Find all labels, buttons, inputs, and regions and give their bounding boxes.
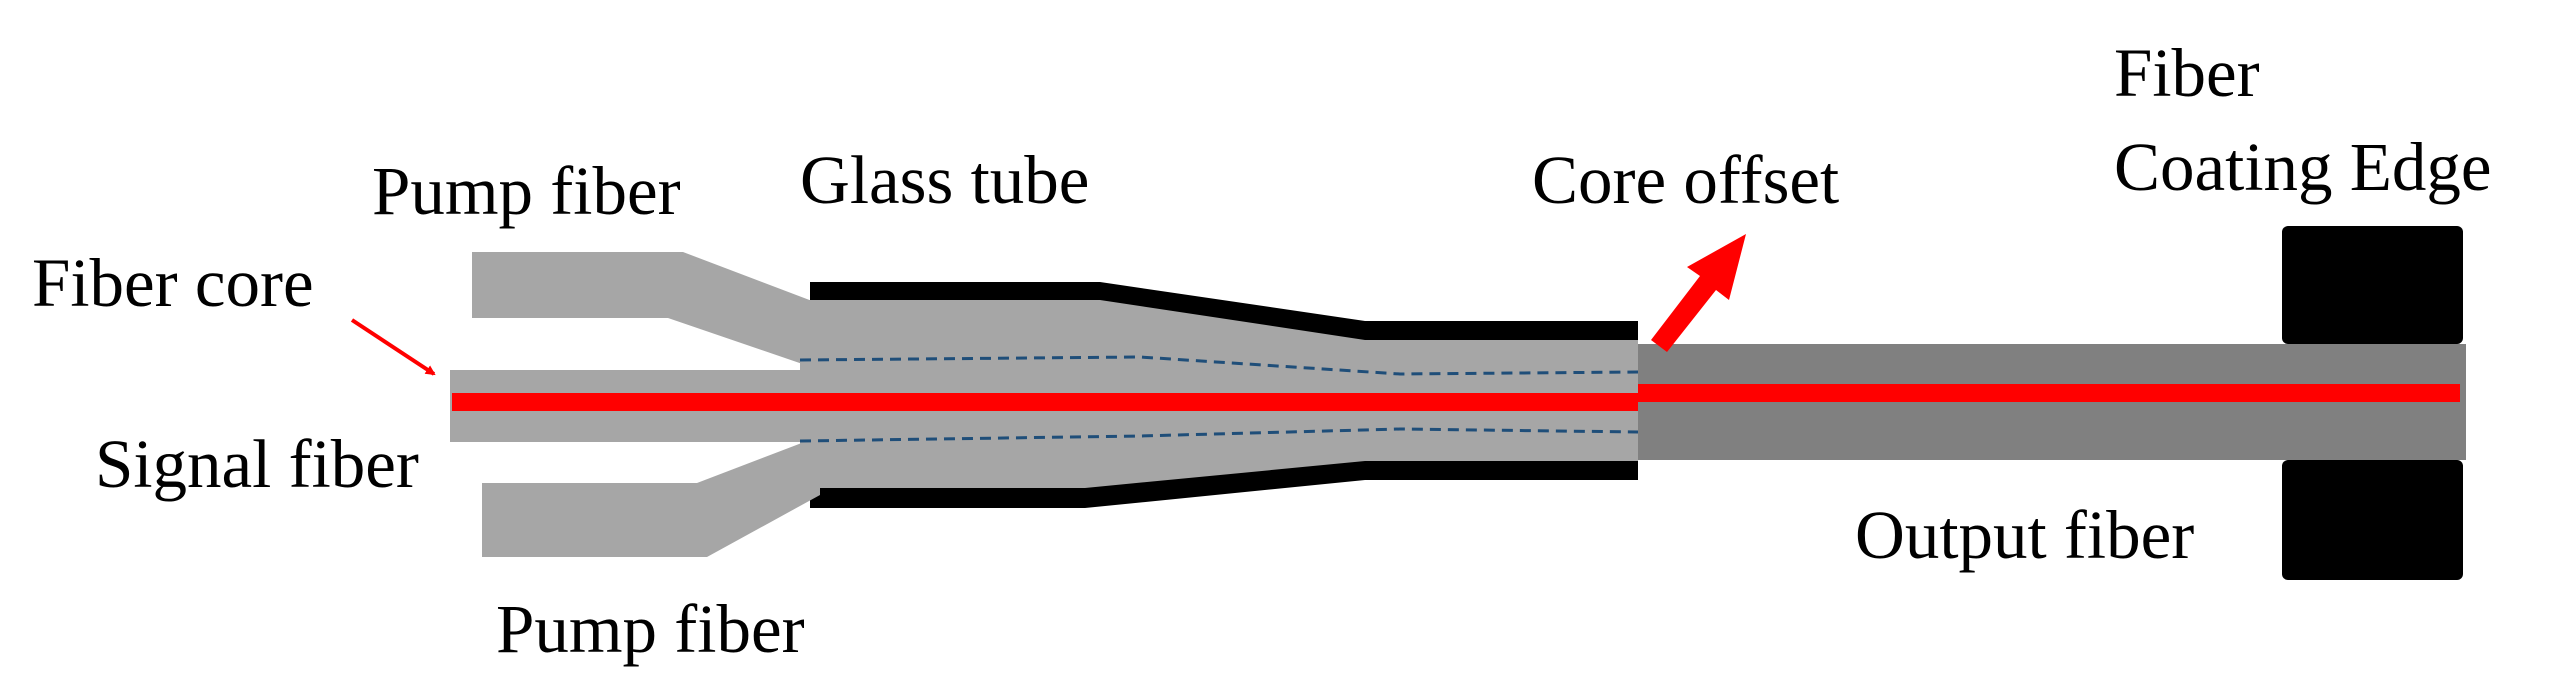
taper-dash-top [799, 355, 1639, 376]
pump-fiber-bottom [482, 436, 820, 557]
signal-fiber-label: Signal fiber [95, 426, 419, 502]
taper-dash-bottom [799, 427, 1639, 443]
fiber-core-arrow [350, 318, 436, 376]
core-offset-label: Core offset [1532, 142, 1839, 218]
coating-edge-bottom [2282, 460, 2463, 580]
fiber-coating-edge-label-line2: Coating Edge [2114, 129, 2492, 205]
pump-fiber-top [472, 252, 820, 370]
fiber-core-input [452, 393, 1638, 411]
pump-fiber-top-label: Pump fiber [372, 153, 681, 229]
pump-fiber-bottom-label: Pump fiber [496, 591, 805, 667]
output-fiber-label: Output fiber [1855, 497, 2194, 573]
coating-edge-top [2282, 226, 2463, 344]
fiber-core-label: Fiber core [32, 245, 314, 321]
fiber-coating-edge-label-line1: Fiber [2114, 35, 2260, 111]
core-offset-arrow [1651, 234, 1746, 352]
fiber-core-output [1638, 384, 2460, 402]
glass-tube-label: Glass tube [800, 142, 1089, 218]
